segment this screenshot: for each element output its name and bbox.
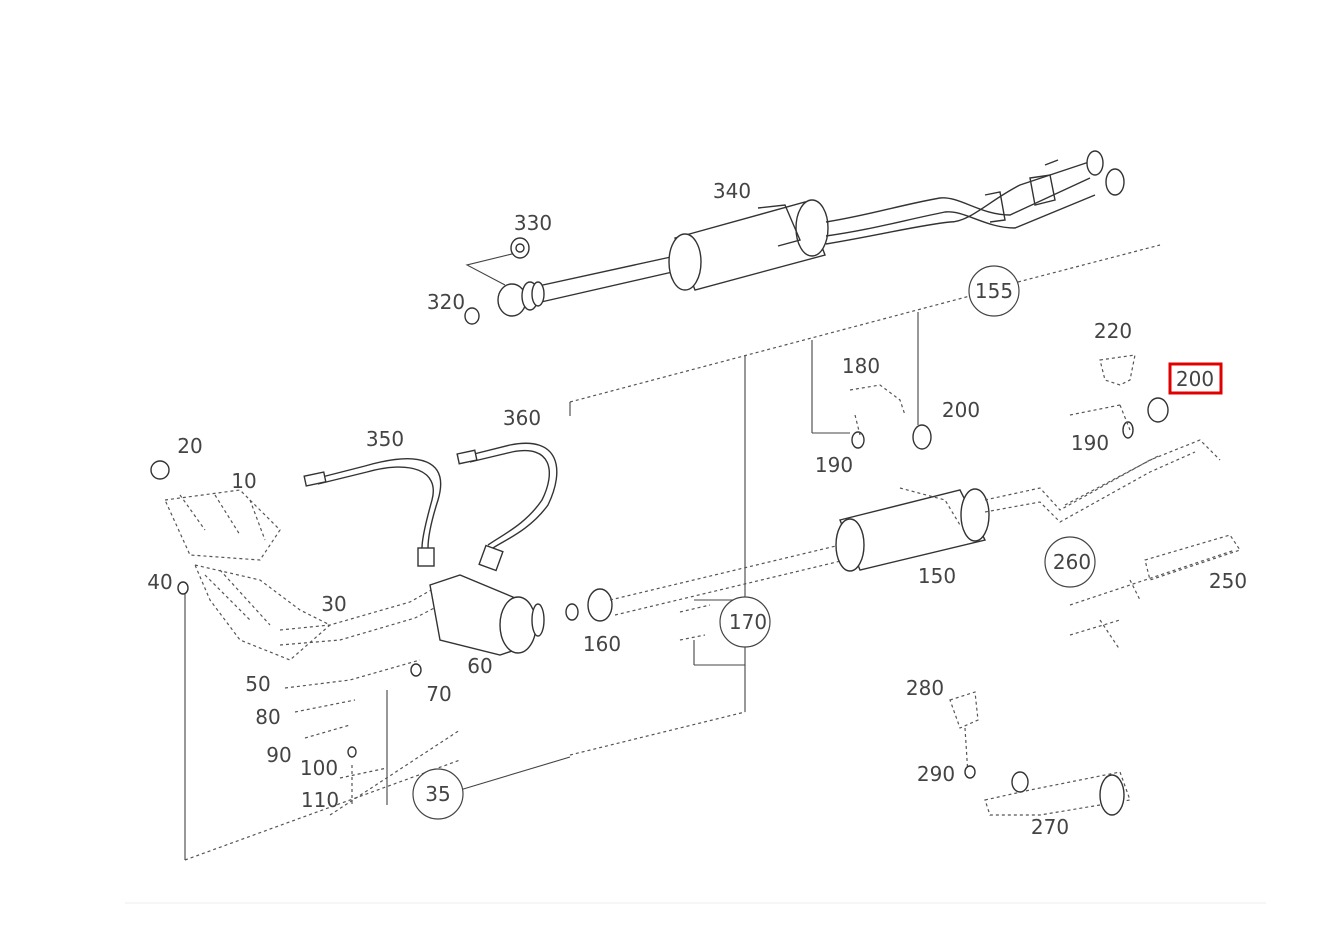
- circled-ref-155[interactable]: 155: [968, 265, 1020, 317]
- oxygen-sensors: [303, 442, 558, 572]
- highlighted-part-label-200[interactable]: 200: [1168, 362, 1223, 395]
- part-label-150[interactable]: 150: [918, 564, 956, 588]
- part-label-100[interactable]: 100: [300, 756, 338, 780]
- part-label-50[interactable]: 50: [245, 672, 270, 696]
- part-label-190-right[interactable]: 190: [1071, 431, 1109, 455]
- part-label-200-right[interactable]: 200: [1176, 367, 1214, 391]
- part-label-330[interactable]: 330: [514, 211, 552, 235]
- svg-text:170: 170: [729, 610, 767, 634]
- rear-muffler-assembly: [464, 150, 1125, 325]
- part-label-20[interactable]: 20: [177, 434, 202, 458]
- part-label-200-center[interactable]: 200: [942, 398, 980, 422]
- part-label-110[interactable]: 110: [301, 788, 339, 812]
- part-label-80[interactable]: 80: [255, 705, 280, 729]
- part-label-30[interactable]: 30: [321, 592, 346, 616]
- highlight-box: [1168, 362, 1223, 395]
- circled-ref-35[interactable]: 35: [412, 768, 464, 820]
- svg-text:155: 155: [975, 279, 1013, 303]
- center-muffler-assembly: [587, 354, 1241, 651]
- part-label-360[interactable]: 360: [503, 406, 541, 430]
- part-label-70[interactable]: 70: [426, 682, 451, 706]
- part-label-90[interactable]: 90: [266, 743, 291, 767]
- exhaust-manifold: [150, 460, 579, 805]
- svg-text:260: 260: [1053, 550, 1091, 574]
- part-label-220[interactable]: 220: [1094, 319, 1132, 343]
- circled-ref-170[interactable]: 170: [719, 596, 771, 648]
- part-labels: 10 20 30 40 50 60 70 80 90 100 110 150 1…: [147, 179, 1247, 839]
- part-label-250[interactable]: 250: [1209, 569, 1247, 593]
- part-label-180[interactable]: 180: [842, 354, 880, 378]
- tailpipe-assembly: [949, 691, 1131, 816]
- circled-ref-260[interactable]: 260: [1044, 536, 1096, 588]
- svg-text:35: 35: [425, 782, 450, 806]
- part-label-350[interactable]: 350: [366, 427, 404, 451]
- part-label-40[interactable]: 40: [147, 570, 172, 594]
- part-label-60[interactable]: 60: [467, 654, 492, 678]
- part-label-10[interactable]: 10: [231, 469, 256, 493]
- part-label-270[interactable]: 270: [1031, 815, 1069, 839]
- part-label-280[interactable]: 280: [906, 676, 944, 700]
- part-label-160[interactable]: 160: [583, 632, 621, 656]
- part-label-290[interactable]: 290: [917, 762, 955, 786]
- circled-references: 35 155 170 260: [412, 265, 1096, 820]
- part-label-320[interactable]: 320: [427, 290, 465, 314]
- part-label-190-center[interactable]: 190: [815, 453, 853, 477]
- part-label-340[interactable]: 340: [713, 179, 751, 203]
